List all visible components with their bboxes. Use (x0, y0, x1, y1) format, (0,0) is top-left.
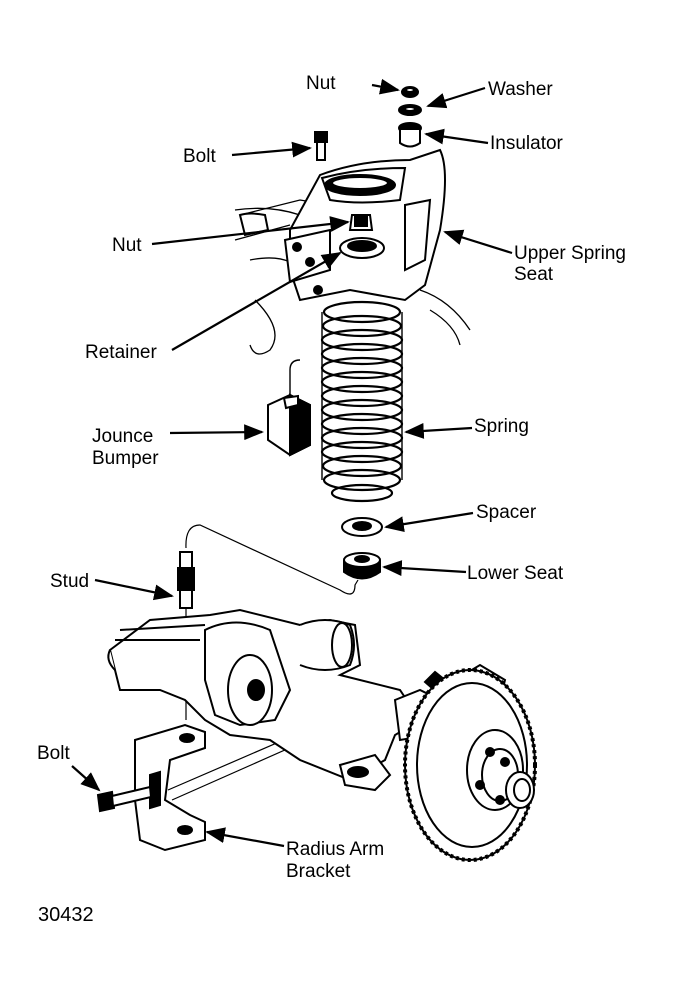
arrow-washer (426, 86, 486, 109)
top-nut (401, 86, 419, 98)
arrow-spacer (384, 511, 474, 532)
label-jounce-line1: Jounce (92, 426, 154, 447)
arrow-retainer (171, 252, 342, 351)
label-radius-arm-line1: Radius Arm (286, 839, 385, 860)
label-lower-seat: Lower Seat (467, 563, 564, 584)
jounce-bumper (267, 359, 311, 457)
arrow-lower-seat (382, 560, 467, 576)
label-spring: Spring (474, 416, 529, 437)
retainer (339, 237, 385, 259)
brake-rotor (403, 668, 537, 862)
arrow-spring (404, 423, 473, 439)
label-upper-spring-seat-line2: Seat (514, 264, 554, 285)
arrow-jounce (169, 424, 264, 441)
label-stud: Stud (50, 571, 90, 592)
axle-housing (107, 608, 422, 782)
top-bolt (314, 131, 328, 161)
label-nut-top: Nut (306, 73, 336, 94)
label-upper-spring-seat-line1: Upper Spring (514, 243, 626, 264)
label-washer: Washer (488, 79, 553, 100)
lower-seat (343, 552, 381, 580)
insulator (398, 122, 422, 148)
upper-spring-seat (238, 148, 446, 302)
arrow-nut-top (371, 78, 400, 95)
label-radius-arm-line2: Bracket (286, 861, 351, 882)
spacer (341, 517, 383, 537)
bottom-bolt (96, 785, 153, 813)
label-bolt-bottom: Bolt (37, 743, 70, 764)
label-retainer: Retainer (85, 342, 157, 363)
arrow-upper-spring-seat (443, 229, 513, 255)
leader-arrows (71, 78, 513, 848)
stud (177, 551, 195, 609)
arrow-insulator (424, 128, 489, 145)
arrow-nut-mid (151, 216, 350, 246)
washer (398, 104, 422, 116)
arrow-radius-arm (205, 827, 285, 848)
arrow-bolt-top (231, 141, 312, 158)
seat-nut (348, 214, 374, 231)
label-bolt-top: Bolt (183, 146, 216, 167)
label-insulator: Insulator (490, 133, 563, 154)
arrow-bolt-bottom (71, 765, 101, 792)
label-spacer: Spacer (476, 502, 537, 523)
label-jounce-line2: Bumper (92, 448, 159, 469)
arrow-stud (94, 578, 174, 601)
radius-arm-bracket (134, 723, 206, 852)
coil-spring (320, 300, 404, 503)
figure-number: 30432 (38, 904, 94, 926)
label-nut-mid: Nut (112, 235, 142, 256)
